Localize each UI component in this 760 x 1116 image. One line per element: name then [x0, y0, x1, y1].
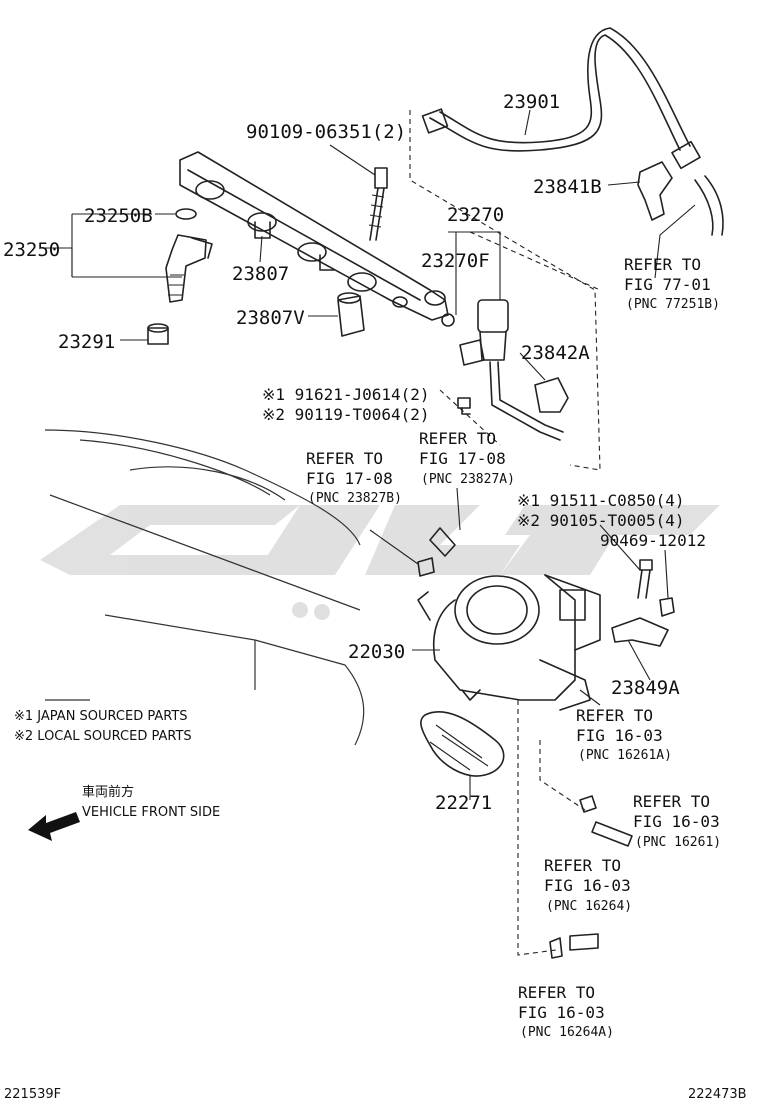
label-23807V: 23807V [236, 307, 305, 329]
label-23841B: 23841B [533, 176, 602, 198]
refer-fig-16-03-c: REFER TO FIG 16-03 (PNC 16264) [544, 856, 632, 914]
refer-fig: FIG 16-03 [518, 1003, 605, 1022]
pressure-regulator-23270 [441, 299, 564, 441]
refer-fig-16-03-d: REFER TO FIG 16-03 (PNC 16264A) [518, 983, 614, 1040]
refer-pnc: (PNC 16264A) [520, 1025, 614, 1040]
label-23807: 23807 [232, 263, 289, 285]
hose-23827A [429, 527, 456, 557]
bolt-91511 [637, 559, 653, 599]
fitting-16264A [549, 937, 563, 959]
fuel-hose-23901 [421, 27, 724, 236]
refer-fig: FIG 17-08 [306, 469, 393, 488]
fitting-23827B [417, 557, 435, 577]
refer-label: REFER TO [544, 856, 621, 875]
refer-pnc: (PNC 77251B) [626, 297, 720, 312]
refer-label: REFER TO [306, 449, 383, 468]
note-japan-sourced: ※1 JAPAN SOURCED PARTS [14, 709, 188, 724]
refer-fig: FIG 16-03 [633, 812, 720, 831]
label-23270F: 23270F [421, 250, 490, 272]
refer-label: REFER TO [633, 792, 710, 811]
corner-code-right: 222473B [688, 1087, 747, 1102]
bolt-91621 [457, 397, 471, 415]
refer-fig: FIG 16-03 [544, 876, 631, 895]
grommet-23807V [337, 292, 365, 337]
refer-label: REFER TO [624, 255, 701, 274]
label-23270: 23270 [447, 204, 504, 226]
refer-fig-16-03-b: REFER TO FIG 16-03 (PNC 16261) [633, 792, 721, 850]
refer-fig: FIG 77-01 [624, 275, 711, 294]
engine-outline [44, 429, 365, 746]
refer-label: REFER TO [518, 983, 595, 1002]
label-23250: 23250 [3, 239, 60, 261]
bracket-23849A [611, 617, 669, 647]
refer-fig: FIG 17-08 [419, 449, 506, 468]
label-22030: 22030 [348, 641, 405, 663]
refer-fig-77-01: REFER TO FIG 77-01 (PNC 77251B) [624, 255, 720, 312]
throttle-body-22030 [417, 574, 601, 711]
hose-16261 [591, 821, 633, 847]
direction-label-en: VEHICLE FRONT SIDE [82, 805, 220, 820]
o-ring-23250B [175, 208, 197, 220]
label-90119: ※2 90119-T0064(2) [262, 405, 430, 424]
injector-23250 [165, 234, 213, 303]
fitting-16261 [579, 795, 597, 813]
label-23901: 23901 [503, 91, 560, 113]
label-90105: ※2 90105-T0005(4) [517, 511, 685, 530]
refer-pnc: (PNC 16261) [635, 835, 721, 850]
label-23842A: 23842A [521, 342, 590, 364]
delivery-pipe-23807 [179, 151, 449, 321]
label-90109: 90109-06351(2) [246, 121, 406, 143]
guide-lines [409, 110, 601, 956]
label-91621: ※1 91621-J0614(2) [262, 385, 430, 404]
refer-pnc: (PNC 16261A) [578, 748, 672, 763]
refer-pnc: (PNC 23827A) [421, 472, 515, 487]
refer-label: REFER TO [576, 706, 653, 725]
brand-watermark [40, 505, 720, 620]
refer-label: REFER TO [419, 429, 496, 448]
hose-16264 [569, 933, 599, 951]
label-91511: ※1 91511-C0850(4) [517, 491, 685, 510]
label-22271: 22271 [435, 792, 492, 814]
direction-label-jp: 車両前方 [82, 784, 134, 800]
refer-fig-17-08-b: REFER TO FIG 17-08 (PNC 23827B) [306, 449, 402, 506]
gasket-22271 [420, 711, 505, 777]
note-local-sourced: ※2 LOCAL SOURCED PARTS [14, 729, 192, 744]
leader-lines [40, 109, 696, 800]
corner-code-left: 221539F [4, 1087, 61, 1102]
insulator-23291 [147, 323, 169, 345]
refer-fig-16-03-a: REFER TO FIG 16-03 (PNC 16261A) [576, 706, 672, 763]
refer-fig: FIG 16-03 [576, 726, 663, 745]
label-23849A: 23849A [611, 677, 680, 699]
refer-pnc: (PNC 16264) [546, 899, 632, 914]
clamp-23841B [637, 161, 673, 221]
label-90469: 90469-12012 [600, 531, 706, 550]
clamp-23842A [534, 377, 569, 413]
refer-pnc: (PNC 23827B) [308, 491, 402, 506]
front-direction-arrow-icon [28, 812, 80, 841]
refer-fig-17-08-a: REFER TO FIG 17-08 (PNC 23827A) [419, 429, 515, 487]
label-23250B: 23250B [84, 205, 153, 227]
bolt-90109 [368, 167, 388, 241]
label-23291: 23291 [58, 331, 115, 353]
clip-90469 [659, 597, 675, 617]
